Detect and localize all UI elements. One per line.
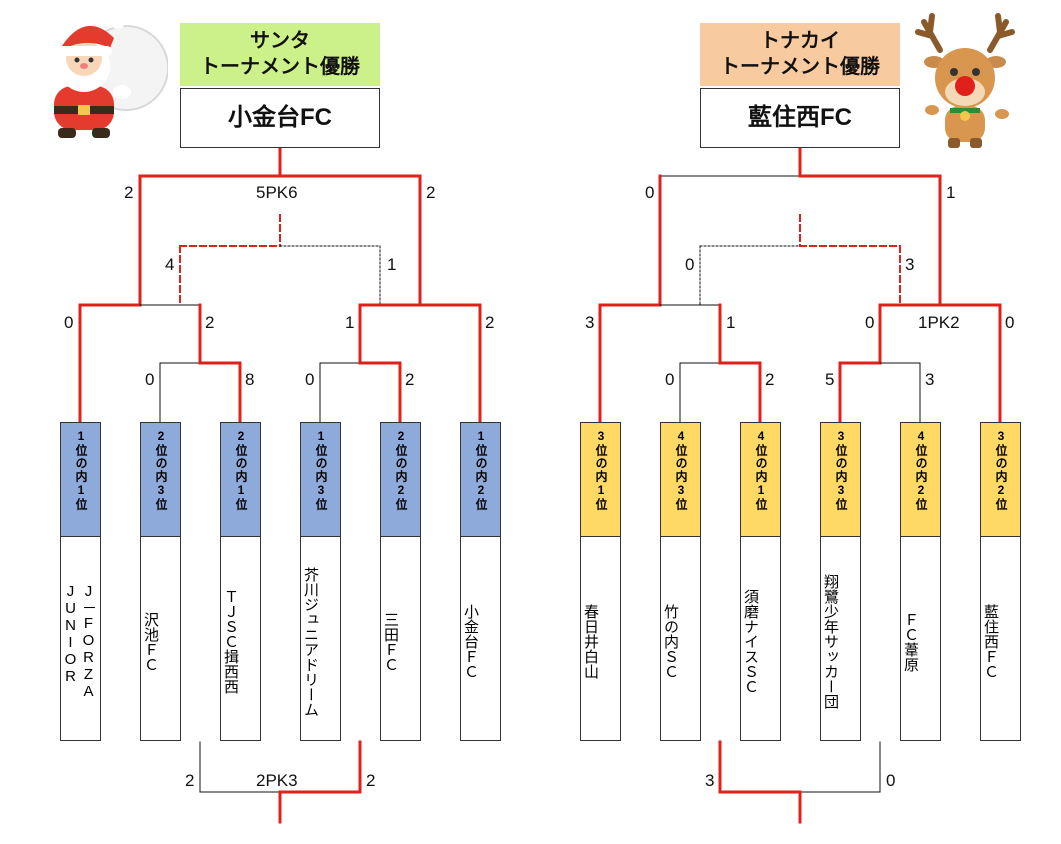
team-box: 4位の内2位 ＦＣ葦原 (900, 422, 941, 741)
score-label: 3 (905, 255, 915, 274)
score-label: 0 (865, 313, 875, 332)
team-rank: 3位の内3位 (821, 423, 860, 537)
score-label: 0 (665, 370, 675, 389)
score-label: 1 (387, 255, 397, 274)
team-name-text: 三田ＦＣ (382, 611, 399, 672)
team-name: 須磨ナイスＳＣ (741, 537, 759, 740)
team-name-text: 沢池ＦＣ (142, 611, 159, 672)
score-label: 1 (726, 313, 736, 332)
team-name: ＦＣ葦原 (901, 537, 919, 740)
score-label: 0 (886, 771, 896, 790)
score-label: 0 (685, 255, 695, 274)
team-name: J－FORZA JUNIOR (61, 537, 97, 740)
score-label: 2 (405, 370, 415, 389)
santa-title-line1: サンタ (250, 30, 310, 52)
team-name-text: ＦＣ葦原 (902, 611, 919, 672)
team-name-text: 小金台ＦＣ (462, 604, 479, 679)
score-label: 3 (585, 313, 595, 332)
team-name-text: 翔鷺少年サッカー団 (822, 574, 839, 709)
team-name: 藍住西ＦＣ (981, 537, 999, 740)
score-label: 1 (345, 313, 355, 332)
santa-illustration (35, 15, 168, 138)
team-name: 小金台ＦＣ (461, 537, 479, 740)
team-box: 3位の内2位 藍住西ＦＣ (980, 422, 1021, 741)
score-label: 0 (145, 370, 155, 389)
score-label: 0 (64, 313, 74, 332)
team-rank: 4位の内2位 (901, 423, 940, 537)
score-label: 0 (1005, 313, 1015, 332)
team-box: 3位の内3位 翔鷺少年サッカー団 (820, 422, 861, 741)
score-label: 2 (124, 183, 134, 202)
team-rank: 3位の内1位 (581, 423, 620, 537)
score-label: 1PK2 (918, 313, 960, 332)
team-rank: 2位の内2位 (381, 423, 420, 537)
team-name-text: 藍住西ＦＣ (982, 604, 999, 679)
santa-title: サンタ トーナメント優勝 (180, 23, 380, 86)
team-box: 2位の内2位 三田ＦＣ (380, 422, 421, 741)
team-name-text: J－FORZA JUNIOR (62, 583, 97, 700)
tonakai-title-line1: トナカイ (760, 30, 840, 52)
team-rank: 1位の内2位 (461, 423, 500, 537)
score-label: 0 (645, 183, 655, 202)
score-label: 4 (165, 255, 175, 274)
score-label: 3 (925, 370, 935, 389)
score-label: 5PK6 (256, 183, 298, 202)
team-box: 3位の内1位 春日井白山 (580, 422, 621, 741)
team-name: 沢池ＦＣ (141, 537, 159, 740)
team-rank: 4位の内1位 (741, 423, 780, 537)
team-name: 翔鷺少年サッカー団 (821, 537, 839, 740)
team-name-text: 芥川ジュニアドリーム (302, 566, 319, 717)
score-label: 5 (825, 370, 835, 389)
score-label: 8 (245, 370, 255, 389)
score-label: 1 (946, 183, 956, 202)
score-label: 2 (485, 313, 495, 332)
santa-champion-box: 小金台FC (180, 88, 380, 148)
score-label: 2 (765, 370, 775, 389)
score-label: 2 (205, 313, 215, 332)
team-box: 2位の内1位 ＴＪＳＣ揖西西 (220, 422, 261, 741)
team-box: 4位の内1位 須磨ナイスＳＣ (740, 422, 781, 741)
team-rank: 1位の内3位 (301, 423, 340, 537)
score-label: 3 (705, 771, 715, 790)
team-box: 1位の内1位 J－FORZA JUNIOR (60, 422, 101, 741)
team-name: ＴＪＳＣ揖西西 (221, 537, 239, 740)
team-box: 1位の内2位 小金台ＦＣ (460, 422, 501, 741)
tonakai-champion-box: 藍住西FC (700, 88, 900, 148)
team-name-text: 春日井白山 (582, 604, 599, 679)
team-rank: 1位の内1位 (61, 423, 100, 537)
score-label: 2 (366, 771, 376, 790)
team-rank: 2位の内3位 (141, 423, 180, 537)
score-label: 2PK3 (256, 771, 298, 790)
team-name: 三田ＦＣ (381, 537, 399, 740)
tonakai-title: トナカイ トーナメント優勝 (700, 23, 900, 86)
team-box: 2位の内3位 沢池ＦＣ (140, 422, 181, 741)
santa-title-line2: トーナメント優勝 (200, 56, 360, 78)
score-label: 2 (185, 771, 195, 790)
team-name-text: 竹の内ＳＣ (662, 604, 679, 679)
team-name: 芥川ジュニアドリーム (301, 537, 319, 740)
reindeer-illustration (915, 13, 1015, 148)
team-rank: 2位の内1位 (221, 423, 260, 537)
team-name-text: ＴＪＳＣ揖西西 (222, 589, 239, 694)
team-name: 竹の内ＳＣ (661, 537, 679, 740)
score-label: 0 (305, 370, 315, 389)
team-name: 春日井白山 (581, 537, 599, 740)
score-label: 2 (426, 183, 436, 202)
team-name-text: 須磨ナイスＳＣ (742, 589, 759, 694)
team-box: 1位の内3位 芥川ジュニアドリーム (300, 422, 341, 741)
team-rank: 4位の内3位 (661, 423, 700, 537)
team-box: 4位の内3位 竹の内ＳＣ (660, 422, 701, 741)
tonakai-title-line2: トーナメント優勝 (720, 56, 880, 78)
team-rank: 3位の内2位 (981, 423, 1020, 537)
